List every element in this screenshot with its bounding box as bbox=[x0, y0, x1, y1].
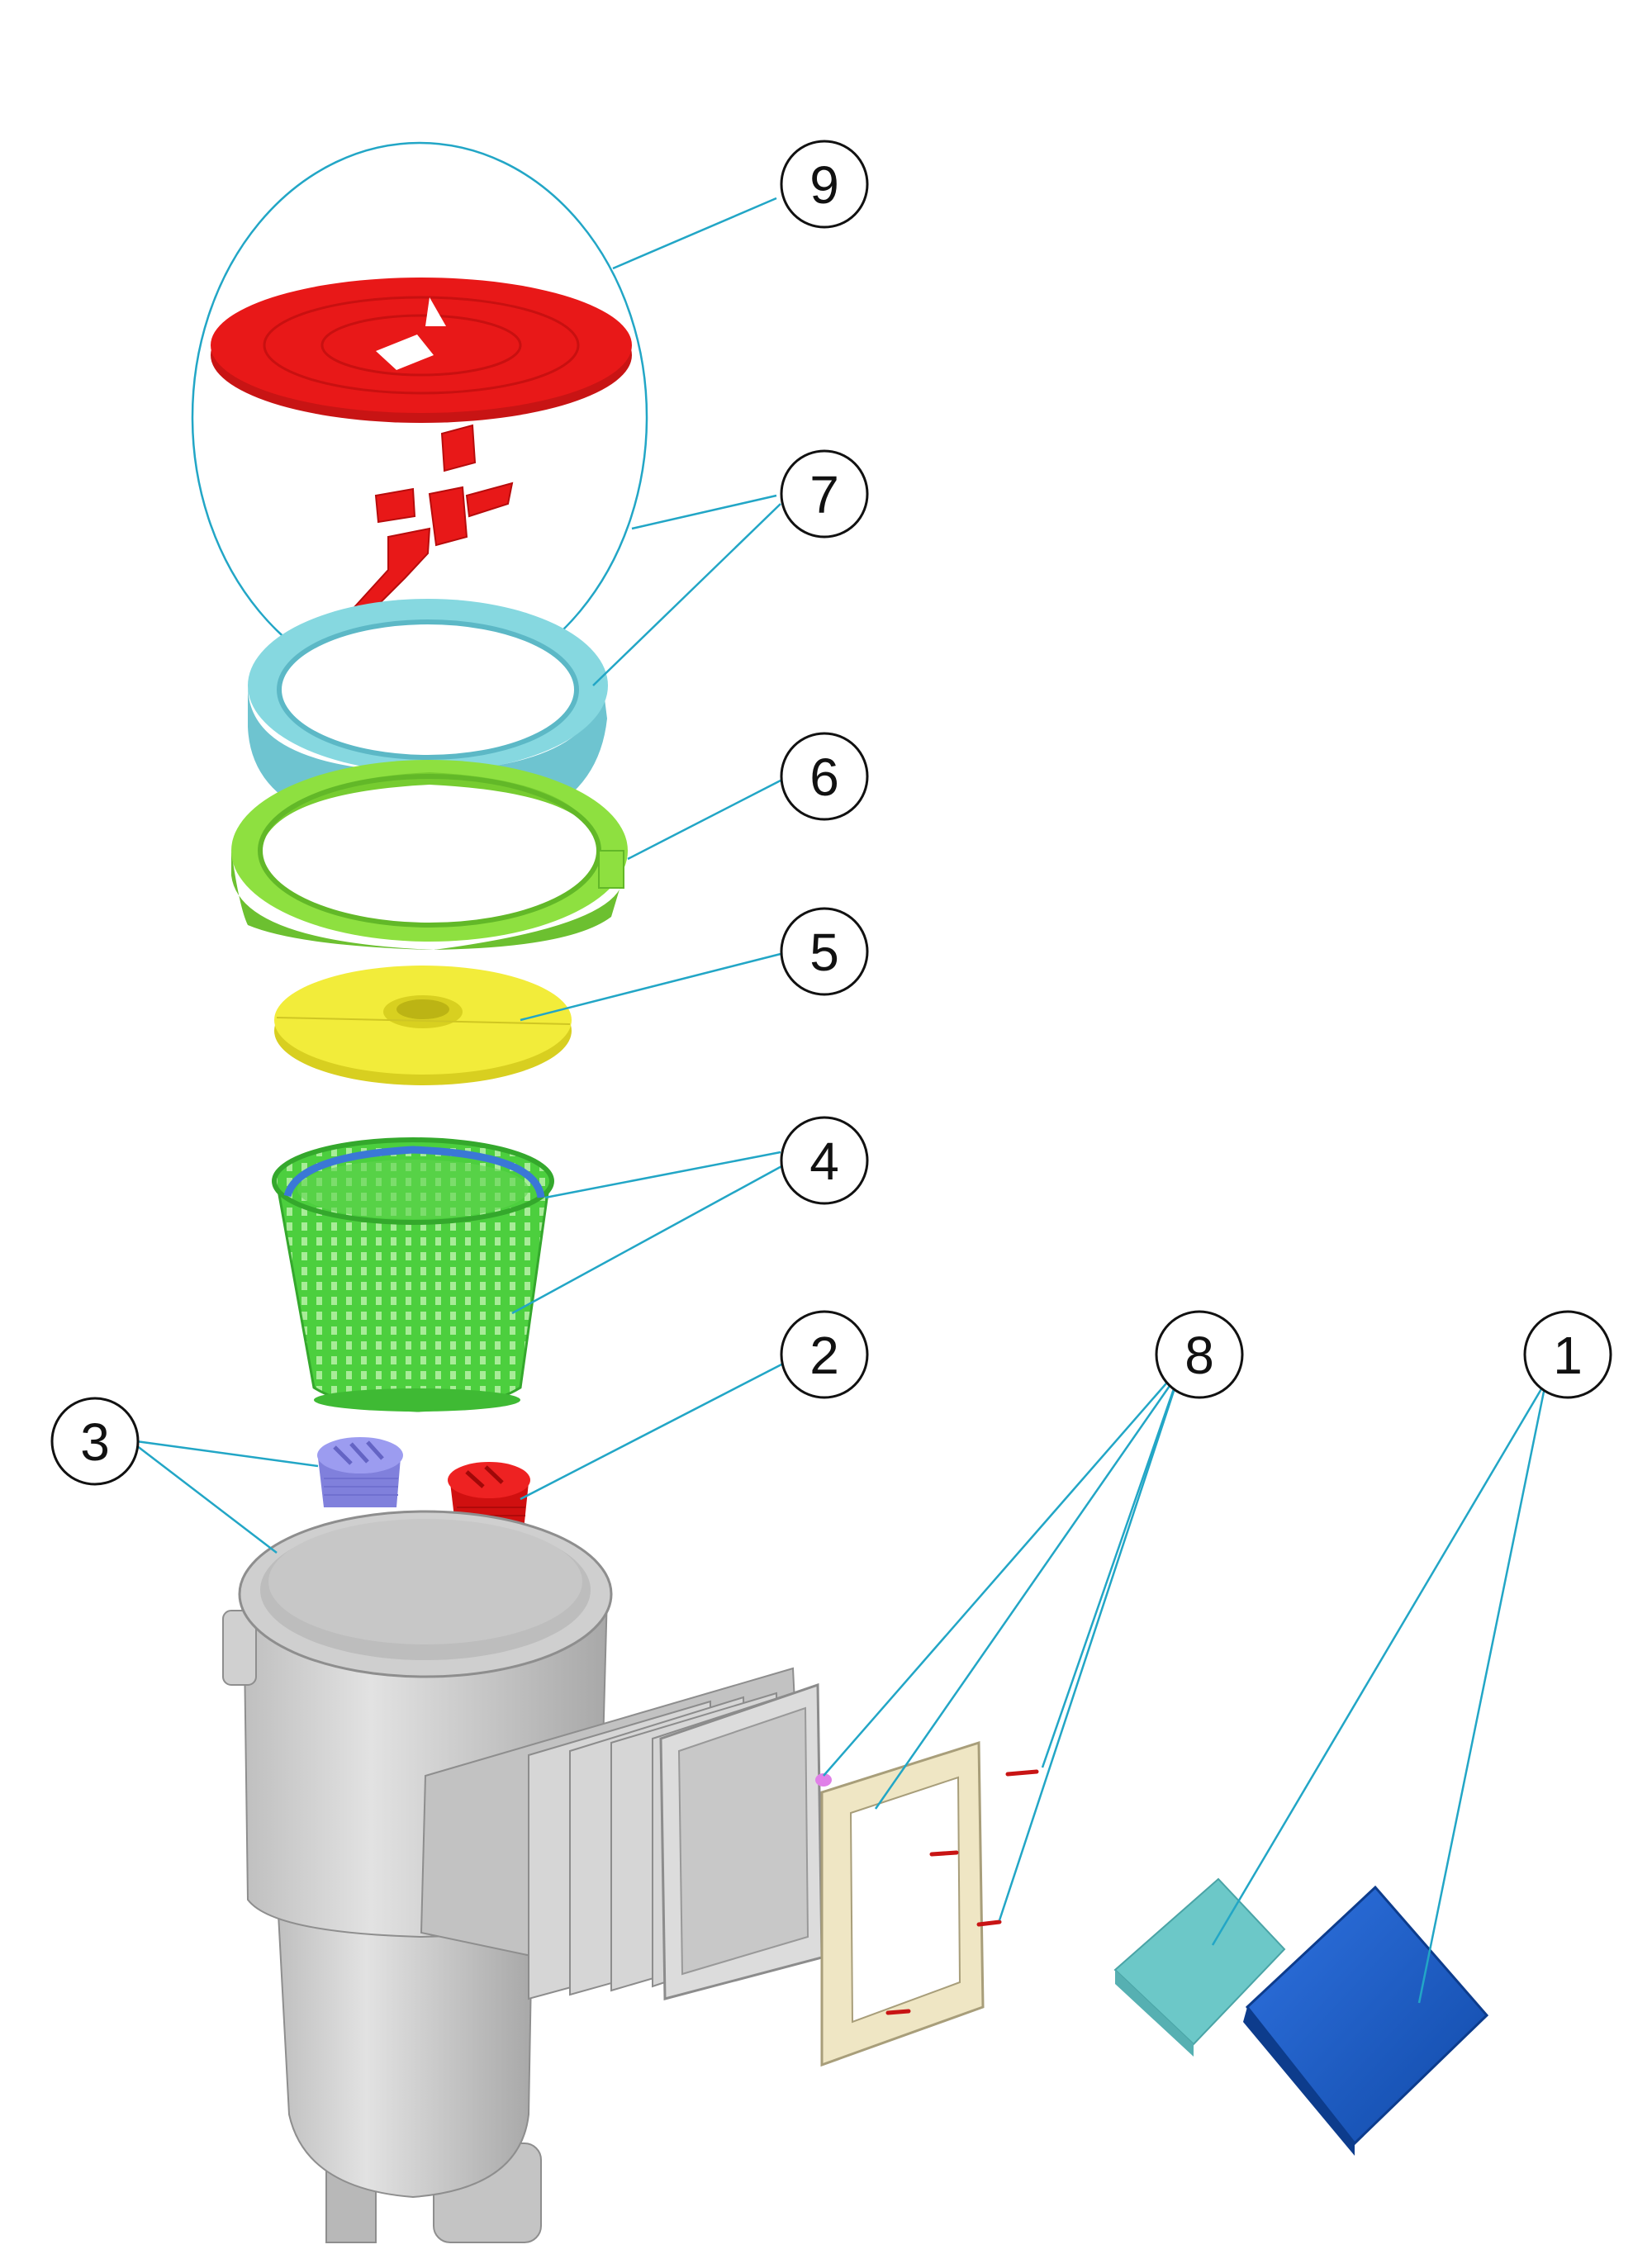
callout-9: 9 bbox=[780, 140, 869, 229]
part-1-flaps bbox=[1113, 1877, 1489, 2156]
callout-3-label: 3 bbox=[80, 1412, 110, 1472]
callout-6-label: 6 bbox=[809, 747, 839, 807]
callout-7-label: 7 bbox=[809, 465, 839, 524]
part-6-green-ring bbox=[231, 760, 628, 950]
callout-5-label: 5 bbox=[809, 923, 839, 982]
red-lid bbox=[211, 278, 632, 423]
callout-1-label: 1 bbox=[1553, 1326, 1583, 1385]
callout-9-label: 9 bbox=[809, 155, 839, 215]
callout-5: 5 bbox=[780, 907, 869, 996]
callout-1: 1 bbox=[1523, 1310, 1612, 1399]
part-8-frame-and-screws bbox=[815, 1740, 1039, 2067]
callout-4-label: 4 bbox=[809, 1132, 839, 1191]
part-5-yellow-weir bbox=[274, 966, 572, 1085]
callout-3: 3 bbox=[50, 1397, 140, 1486]
red-screws bbox=[885, 1769, 1039, 2015]
teal-flap bbox=[1113, 1877, 1286, 2046]
callout-2: 2 bbox=[780, 1310, 869, 1399]
callout-2-label: 2 bbox=[809, 1326, 839, 1385]
frame-clip bbox=[815, 1773, 832, 1787]
callout-6: 6 bbox=[780, 732, 869, 821]
skimmer-body bbox=[222, 1510, 824, 2243]
part-7-cyan-ring bbox=[248, 599, 608, 837]
callout-8: 8 bbox=[1155, 1310, 1244, 1399]
leader-lines bbox=[135, 197, 1546, 2004]
callout-4: 4 bbox=[780, 1116, 869, 1205]
part-4-basket bbox=[272, 1137, 554, 1412]
callout-7: 7 bbox=[780, 449, 869, 539]
callout-8-label: 8 bbox=[1184, 1326, 1214, 1385]
blue-flap bbox=[1245, 1885, 1489, 2146]
